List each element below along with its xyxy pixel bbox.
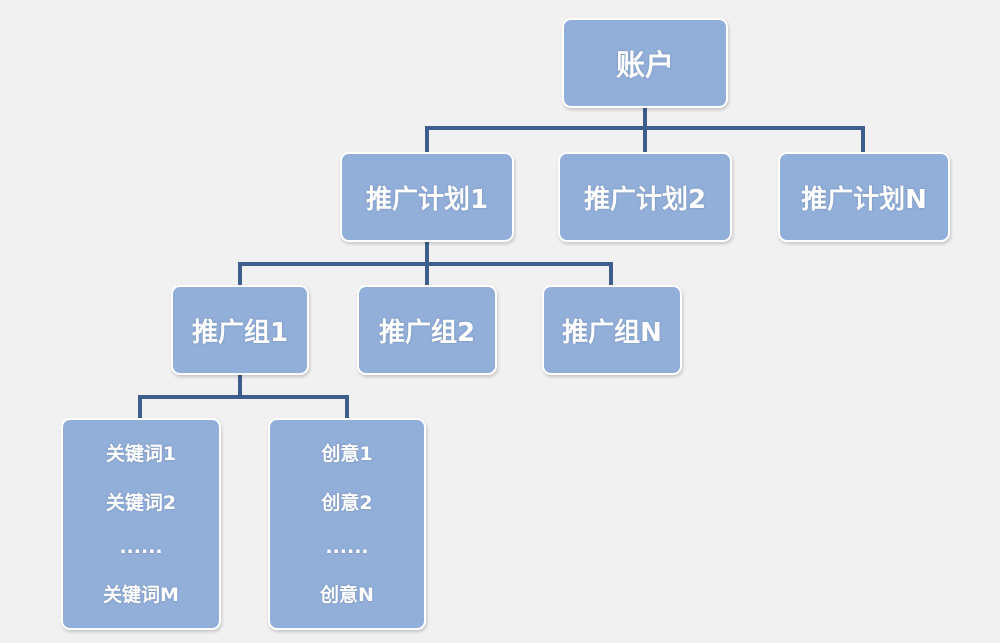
creative-item-ellipsis: ...... bbox=[325, 536, 369, 559]
keyword-item-ellipsis: ...... bbox=[119, 536, 163, 559]
node-plan-2-label: 推广计划2 bbox=[583, 184, 707, 215]
node-keywords: 关键词1 关键词2 ...... 关键词M bbox=[61, 418, 221, 630]
node-group-n-label: 推广组N bbox=[562, 317, 662, 348]
node-group-1: 推广组1 bbox=[171, 285, 309, 375]
node-creatives: 创意1 创意2 ...... 创意N bbox=[268, 418, 426, 630]
node-group-n: 推广组N bbox=[542, 285, 682, 375]
keyword-item: 关键词M bbox=[103, 584, 179, 607]
node-group-1-label: 推广组1 bbox=[191, 317, 289, 348]
node-plan-n: 推广计划N bbox=[778, 152, 950, 242]
node-plan-n-label: 推广计划N bbox=[801, 184, 927, 215]
creative-item: 创意1 bbox=[321, 442, 373, 465]
node-group-2-label: 推广组2 bbox=[378, 317, 476, 348]
node-plan-2: 推广计划2 bbox=[558, 152, 732, 242]
creative-item: 创意N bbox=[320, 584, 374, 607]
node-group-2: 推广组2 bbox=[357, 285, 497, 375]
keyword-item: 关键词2 bbox=[105, 491, 177, 514]
node-plan-1: 推广计划1 bbox=[340, 152, 514, 242]
node-plan-1-label: 推广计划1 bbox=[365, 184, 489, 215]
node-account: 账户 bbox=[562, 18, 728, 108]
keyword-item: 关键词1 bbox=[105, 442, 177, 465]
node-account-label: 账户 bbox=[615, 48, 674, 82]
creative-item: 创意2 bbox=[321, 491, 373, 514]
